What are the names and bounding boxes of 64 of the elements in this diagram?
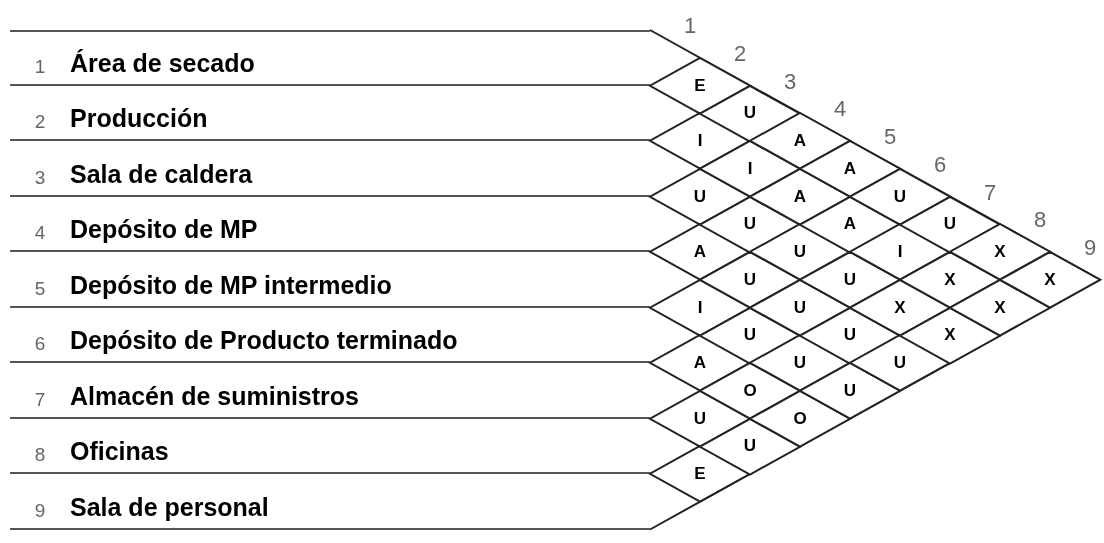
relationship-code: A xyxy=(793,131,807,151)
relationship-code: U xyxy=(943,214,957,235)
relationship-code: A xyxy=(843,158,857,179)
relationship-code: U xyxy=(893,186,907,207)
relationship-code: X xyxy=(994,297,1006,318)
relationship-code: E xyxy=(694,464,706,484)
row-number: 1 xyxy=(33,55,47,78)
relationship-code: U xyxy=(693,408,707,429)
department-name: Depósito de Producto terminado xyxy=(70,326,458,355)
row-number: 3 xyxy=(33,166,47,189)
column-number: 5 xyxy=(883,124,897,151)
relationship-code: A xyxy=(693,353,707,373)
relationship-code: X xyxy=(944,325,956,346)
column-number: 8 xyxy=(1033,207,1047,234)
relationship-code: U xyxy=(743,103,757,124)
row-number: 9 xyxy=(33,499,47,522)
column-number: 9 xyxy=(1083,235,1097,262)
relationship-code: I xyxy=(697,297,703,318)
department-name: Área de secado xyxy=(70,48,255,78)
relationship-code: I xyxy=(747,158,753,179)
department-name: Oficinas xyxy=(70,437,169,466)
row-number: 8 xyxy=(33,444,47,466)
department-row xyxy=(10,30,650,86)
relationship-code: U xyxy=(743,269,757,290)
relationship-code: A xyxy=(843,214,857,235)
relationship-code: U xyxy=(793,353,807,373)
department-name: Sala de personal xyxy=(70,492,269,522)
row-number: 7 xyxy=(33,388,47,411)
row-number: 2 xyxy=(33,111,47,133)
row-number: 4 xyxy=(33,222,47,244)
department-name: Producción xyxy=(70,104,208,133)
relationship-code: O xyxy=(743,380,757,401)
column-number: 7 xyxy=(983,179,997,206)
relationship-code: I xyxy=(697,131,703,151)
column-number: 1 xyxy=(683,13,697,40)
relationship-code: U xyxy=(843,325,857,346)
column-number: 4 xyxy=(833,96,847,123)
relationship-code: U xyxy=(793,297,807,318)
column-number: 3 xyxy=(783,68,797,95)
relationship-code: X xyxy=(944,269,956,290)
relationship-code: O xyxy=(793,408,807,429)
row-number: 5 xyxy=(33,277,47,300)
row-number: 6 xyxy=(33,333,47,355)
relationship-code: U xyxy=(693,186,707,207)
relationship-code: A xyxy=(693,242,707,262)
department-name: Depósito de MP xyxy=(70,215,258,244)
relationship-code: U xyxy=(843,269,857,290)
relationship-code: U xyxy=(743,436,757,457)
department-name: Almacén de suministros xyxy=(70,381,359,411)
relationship-code: U xyxy=(743,325,757,346)
relationship-code: U xyxy=(843,380,857,401)
relationship-code: U xyxy=(793,242,807,262)
relationship-code: X xyxy=(994,242,1006,262)
relationship-code: X xyxy=(894,297,906,318)
department-name: Sala de caldera xyxy=(70,159,253,189)
relationship-code: E xyxy=(694,75,706,96)
relationship-code: U xyxy=(893,353,907,373)
relationship-code: A xyxy=(793,186,807,207)
relationship-code: X xyxy=(1044,269,1056,290)
column-number: 6 xyxy=(933,151,947,178)
relationship-code: I xyxy=(897,242,903,262)
relationship-code: U xyxy=(743,214,757,235)
department-name: Depósito de MP intermedio xyxy=(70,270,392,300)
column-number: 2 xyxy=(733,40,747,67)
